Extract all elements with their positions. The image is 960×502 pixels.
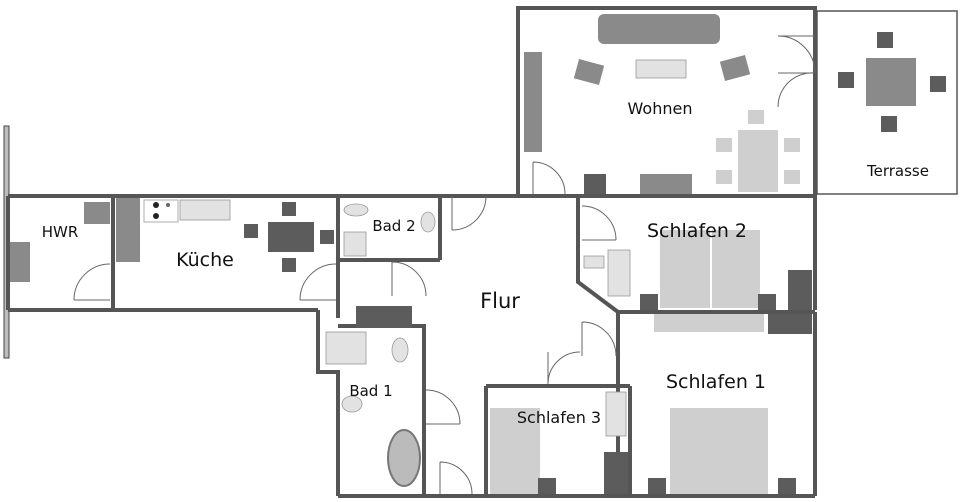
kitchen-counter bbox=[116, 198, 140, 262]
sideboard bbox=[524, 52, 542, 152]
terrace-chair bbox=[838, 72, 854, 88]
dining-table bbox=[738, 130, 778, 192]
wardrobe bbox=[768, 314, 812, 334]
room-label-flur: Flur bbox=[480, 289, 520, 313]
shower bbox=[343, 231, 367, 257]
dining-chair bbox=[716, 138, 732, 152]
doors bbox=[73, 35, 816, 495]
burner-icon bbox=[166, 203, 170, 207]
nightstand bbox=[778, 478, 796, 494]
washer bbox=[84, 202, 110, 224]
dresser bbox=[654, 314, 764, 332]
schlafen2-furniture bbox=[583, 230, 812, 310]
kitchen-furniture bbox=[116, 198, 334, 272]
room-label-schlafen2: Schlafen 2 bbox=[647, 220, 747, 242]
bed bbox=[712, 230, 760, 308]
wardrobe bbox=[788, 270, 812, 310]
sink-icon bbox=[343, 203, 369, 217]
hall-cabinet bbox=[356, 306, 412, 328]
room-label-bad2: Bad 2 bbox=[372, 217, 415, 235]
coffee-table bbox=[635, 59, 687, 79]
washbasin bbox=[325, 331, 367, 365]
dining-chair bbox=[784, 170, 800, 184]
bidet-icon bbox=[341, 395, 363, 413]
terrace-furniture bbox=[838, 32, 946, 132]
desk bbox=[607, 249, 631, 297]
wohnen-furniture bbox=[524, 14, 800, 194]
room-label-bad1: Bad 1 bbox=[349, 382, 392, 400]
kitchen-chair bbox=[244, 224, 258, 238]
kitchen-chair bbox=[282, 258, 296, 272]
schlafen1-furniture bbox=[648, 314, 812, 494]
nightstand bbox=[640, 294, 658, 310]
tv-stand bbox=[640, 174, 692, 194]
armchair-left bbox=[573, 58, 605, 86]
dining-chair bbox=[748, 110, 764, 124]
terrace-chair bbox=[877, 32, 893, 48]
bathtub-icon bbox=[387, 429, 421, 487]
small-cabinet bbox=[584, 174, 606, 194]
double-bed bbox=[670, 408, 768, 494]
room-label-hwr: HWR bbox=[42, 223, 79, 241]
bad1-furniture bbox=[325, 331, 421, 487]
toilet-icon bbox=[420, 211, 436, 233]
schlafen3-furniture bbox=[490, 391, 628, 494]
room-label-wohnen: Wohnen bbox=[628, 99, 693, 118]
dining-chair bbox=[716, 170, 732, 184]
toilet-icon bbox=[391, 337, 409, 363]
nightstand bbox=[538, 478, 556, 494]
burner-icon bbox=[153, 213, 159, 219]
kitchen-chair bbox=[282, 202, 296, 216]
sink-icon bbox=[583, 255, 605, 269]
kitchen-table bbox=[268, 222, 314, 252]
sofa bbox=[598, 14, 720, 44]
stove-top bbox=[143, 199, 179, 223]
room-label-kueche: Küche bbox=[176, 249, 234, 271]
hwr-furniture bbox=[10, 202, 110, 282]
bed bbox=[660, 230, 710, 308]
walls bbox=[6, 6, 817, 498]
utility-cabinet bbox=[10, 242, 30, 282]
room-label-schlafen1: Schlafen 1 bbox=[666, 371, 766, 393]
single-bed bbox=[490, 408, 540, 494]
terrace-table bbox=[866, 58, 916, 106]
room-label-schlafen3: Schlafen 3 bbox=[517, 408, 601, 427]
dining-chair bbox=[784, 138, 800, 152]
bad2-furniture bbox=[343, 203, 436, 257]
kitchen-chair bbox=[320, 230, 334, 244]
terrace-chair bbox=[881, 116, 897, 132]
room-label-terrasse: Terrasse bbox=[866, 162, 929, 180]
terrace-chair bbox=[930, 76, 946, 92]
wardrobe bbox=[604, 452, 628, 494]
burner-icon bbox=[153, 202, 159, 208]
nightstand bbox=[758, 294, 776, 310]
nightstand bbox=[648, 478, 666, 494]
shelf bbox=[605, 391, 627, 437]
sink bbox=[179, 199, 231, 221]
armchair-right bbox=[719, 54, 751, 82]
